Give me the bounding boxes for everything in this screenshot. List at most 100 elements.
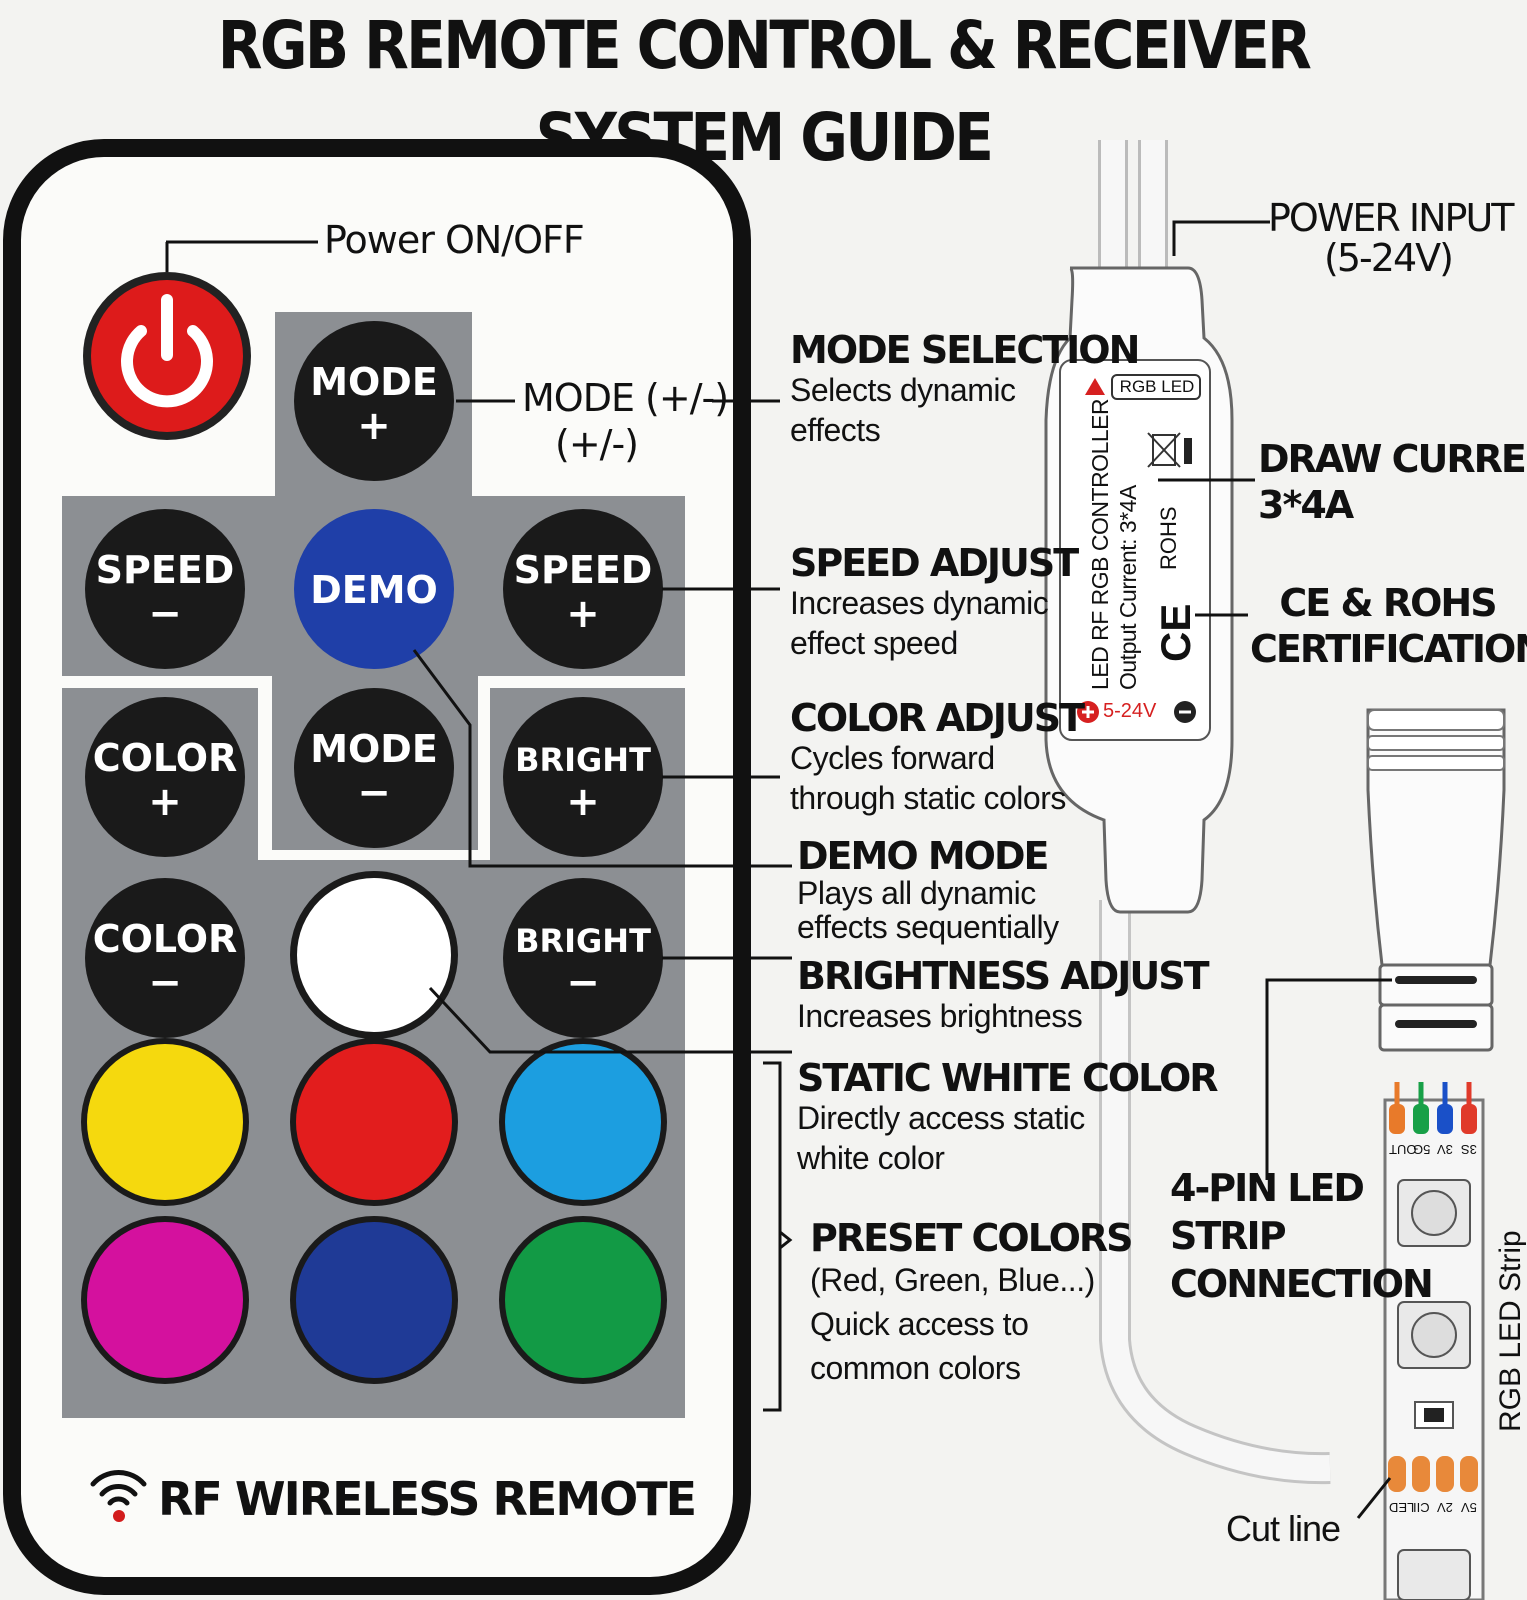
- voltage-mark: 5-24V: [1103, 700, 1157, 722]
- copper-cut-pad: [1436, 1456, 1454, 1492]
- ce-mark: CE: [1152, 603, 1199, 662]
- callout-body: Increases brightness: [797, 998, 1083, 1034]
- button-label: MODE: [310, 360, 438, 404]
- mode-plus-button[interactable]: MODE+: [294, 321, 454, 481]
- preset-color-button[interactable]: [296, 1222, 452, 1378]
- callout-mode-selection: MODE SELECTION Selects dynamic effects: [790, 328, 1140, 450]
- button-label: +: [148, 779, 182, 825]
- strip-pin-label: 3V: [1437, 1142, 1453, 1157]
- button-label: MODE: [310, 727, 438, 771]
- mode-plus-button-face[interactable]: [294, 321, 454, 481]
- preset-color-button[interactable]: [505, 1222, 661, 1378]
- bright-plus-button[interactable]: BRIGHT+: [503, 697, 663, 857]
- callout-head: SPEED ADJUST: [790, 541, 1079, 585]
- demo-button[interactable]: DEMO: [294, 509, 454, 669]
- callout-body: Cycles forward: [790, 740, 995, 776]
- callout-head: BRIGHTNESS ADJUST: [797, 954, 1210, 998]
- strip-pin-label: 2V: [1437, 1500, 1453, 1515]
- color-minus-button-face[interactable]: [85, 878, 245, 1038]
- callout-demo-mode: DEMO MODE Plays all dynamic effects sequ…: [797, 836, 1059, 944]
- callout-head: DRAW CURRENT:: [1258, 437, 1527, 481]
- demo-button-face[interactable]: [294, 509, 454, 669]
- draw-current-callout: DRAW CURRENT: 3*4A: [1258, 436, 1527, 528]
- button-label: −: [566, 960, 600, 1006]
- callout-body: Selects dynamic: [790, 372, 1016, 408]
- callout-color-adjust: COLOR ADJUST Cycles forward through stat…: [790, 696, 1085, 818]
- preset-color-button[interactable]: [87, 1044, 243, 1200]
- wireless-icon: [90, 1469, 147, 1506]
- button-label: BRIGHT: [515, 922, 651, 960]
- color-plus-button-face[interactable]: [85, 697, 245, 857]
- callout-head: MODE SELECTION: [790, 328, 1140, 372]
- callout-head: CERTIFICATIONS: [1250, 627, 1527, 671]
- button-label: DEMO: [310, 568, 438, 612]
- strip-pin-label: 5G: [1413, 1142, 1431, 1157]
- button-label: SPEED: [96, 548, 235, 592]
- power-icon: [121, 294, 213, 408]
- bright-plus-button-face[interactable]: [503, 697, 663, 857]
- power-input-callout: POWER INPUT (5-24V): [1268, 196, 1514, 280]
- callout-head: COLOR ADJUST: [790, 696, 1085, 740]
- preset-color-button[interactable]: [505, 1044, 661, 1200]
- color-minus-button[interactable]: COLOR−: [85, 878, 245, 1038]
- certifications-callout: CE & ROHS CERTIFICATIONS: [1250, 580, 1527, 672]
- cut-line-label: Cut line: [1226, 1508, 1341, 1549]
- callout-body: Plays all dynamic: [797, 875, 1036, 911]
- speed-minus-button-face[interactable]: [85, 509, 245, 669]
- button-label: SPEED: [514, 548, 653, 592]
- strip-pin-label: 5V: [1461, 1500, 1477, 1515]
- callout-head: 4-PIN LED: [1170, 1166, 1365, 1210]
- mode-minus-button[interactable]: MODE−: [294, 688, 454, 848]
- callout-body: Increases dynamic: [790, 585, 1049, 621]
- speed-minus-button[interactable]: SPEED−: [85, 509, 245, 669]
- speed-plus-button[interactable]: SPEED+: [503, 509, 663, 669]
- strip-pin-label: 3S: [1461, 1142, 1477, 1157]
- callout-head: CE & ROHS: [1279, 581, 1497, 625]
- strip-pin-label: LED: [1389, 1500, 1415, 1515]
- button-label: −: [357, 770, 391, 816]
- button-label: −: [148, 960, 182, 1006]
- mode-minus-button-face[interactable]: [294, 688, 454, 848]
- callout-body: effect speed: [790, 625, 958, 661]
- strip-connection-callout: 4-PIN LED STRIP CONNECTION: [1170, 1164, 1434, 1308]
- bright-minus-button[interactable]: BRIGHT−: [503, 878, 663, 1038]
- strip-solder-pad: [1461, 1104, 1477, 1134]
- callout-brightness-adjust: BRIGHTNESS ADJUST Increases brightness: [797, 954, 1210, 1036]
- led-strip-connector: [1366, 708, 1506, 1600]
- callout-body: effects: [790, 412, 881, 448]
- callout-preset-colors: PRESET COLORS (Red, Green, Blue...) Quic…: [810, 1218, 1134, 1390]
- callout-head: (5-24V): [1324, 236, 1454, 280]
- color-plus-button[interactable]: COLOR+: [85, 697, 245, 857]
- callout-body: common colors: [810, 1350, 1021, 1386]
- callout-head: STATIC WHITE COLOR: [797, 1056, 1219, 1100]
- callout-head: POWER INPUT: [1268, 196, 1514, 240]
- preset-color-button[interactable]: [296, 1044, 452, 1200]
- weee-bin-icon: [1147, 432, 1181, 468]
- bright-minus-button-face[interactable]: [503, 878, 663, 1038]
- button-label: +: [566, 591, 600, 637]
- copper-cut-pad: [1388, 1456, 1406, 1492]
- controller-label-1: LED RF RGB CONTROLLER: [1087, 398, 1113, 690]
- preset-color-button[interactable]: [87, 1222, 243, 1378]
- page-title: RGB REMOTE CONTROL & RECEIVER SYSTEM GUI…: [217, 7, 1312, 176]
- button-label: +: [566, 779, 600, 825]
- remote-footer: RF WIRELESS REMOTE: [158, 1472, 697, 1526]
- button-label: −: [148, 591, 182, 637]
- strip-solder-pad: [1413, 1104, 1429, 1134]
- callout-head: CONNECTION: [1170, 1262, 1434, 1306]
- callout-body: Quick access to: [810, 1306, 1029, 1342]
- callout-lines: [412, 399, 793, 1412]
- power-label: Power ON/OFF: [324, 218, 585, 262]
- callout-head: 3*4A: [1258, 483, 1354, 527]
- mode-callout: MODE (+/-): [522, 376, 729, 420]
- callout-body: (Red, Green, Blue...): [810, 1262, 1095, 1298]
- button-label: BRIGHT: [515, 741, 651, 779]
- callout-body: effects sequentially: [797, 909, 1059, 945]
- strip-solder-pad: [1437, 1104, 1453, 1134]
- button-label: COLOR: [93, 917, 238, 961]
- speed-plus-button-face[interactable]: [503, 509, 663, 669]
- callout-head: STRIP: [1170, 1214, 1287, 1258]
- controller-label-2: Output Current: 3*4A: [1115, 485, 1141, 690]
- callout-speed-adjust: SPEED ADJUST Increases dynamic effect sp…: [790, 541, 1079, 663]
